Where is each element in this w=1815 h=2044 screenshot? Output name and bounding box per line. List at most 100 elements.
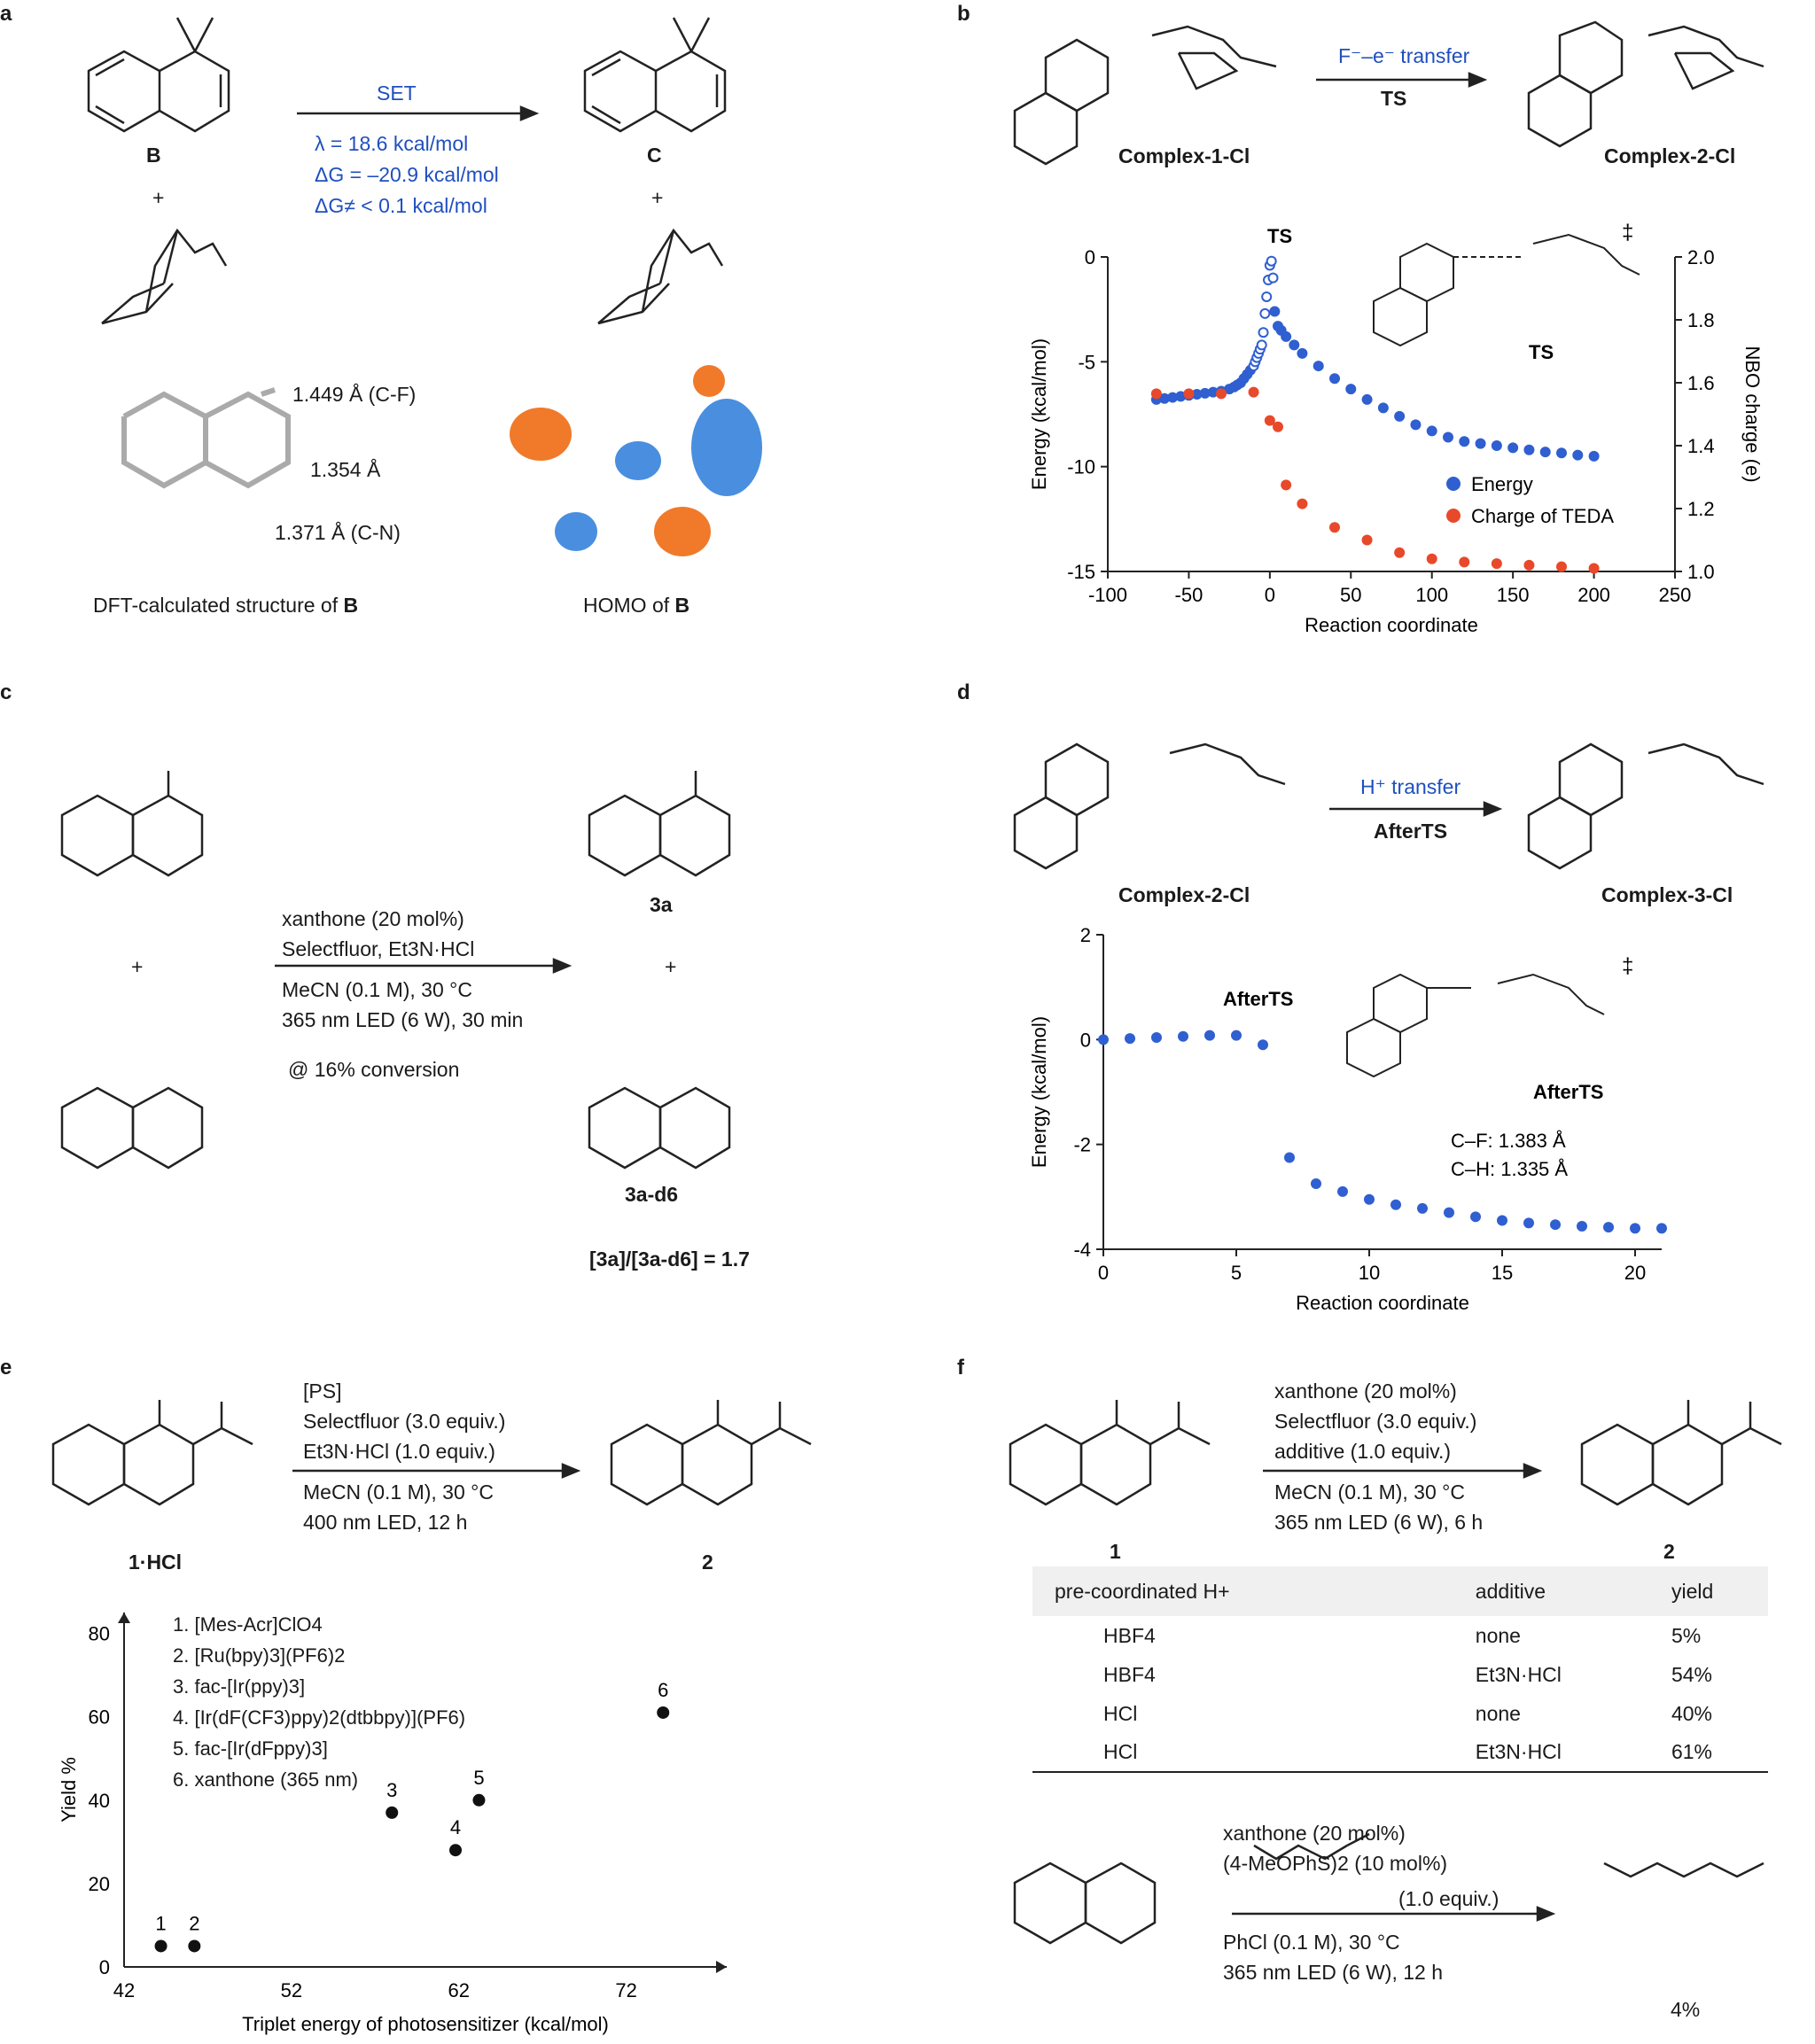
chart-b-charge-point xyxy=(1523,559,1535,571)
chart-b-legend-charge: Charge of TEDA xyxy=(1471,505,1614,527)
chart-b-energy-point xyxy=(1475,438,1486,449)
c-plus-right: + xyxy=(665,955,677,978)
e-cond-2: Selectfluor (3.0 equiv.) xyxy=(303,1410,506,1433)
chart-b-energy-point xyxy=(1443,431,1453,443)
chart-b-energy-point xyxy=(1297,347,1308,359)
chart-d-cf: C–F: 1.383 Å xyxy=(1451,1130,1566,1152)
c-cond-5: @ 16% conversion xyxy=(288,1058,460,1081)
chart-b-energy-point xyxy=(1377,402,1389,414)
chart-e-y-arrow xyxy=(118,1613,130,1623)
chart-b-energy-point xyxy=(1507,442,1519,454)
delta-g-ts-value: ΔG≠ < 0.1 kcal/mol xyxy=(315,194,487,217)
chart-d-afterts-label: AfterTS xyxy=(1223,988,1293,1010)
table-cell: HBF4 xyxy=(1103,1662,1156,1686)
quinolinium-f-drawing xyxy=(1013,1861,1157,1945)
table-cell: Et3N·HCl xyxy=(1475,1662,1562,1686)
set-label: SET xyxy=(377,82,417,105)
chart-b-inset-ts: TS xyxy=(1529,341,1554,363)
b-arrow-top: F⁻–e⁻ transfer xyxy=(1338,44,1470,67)
chart-b-y2-tick-label: 1.0 xyxy=(1687,561,1715,583)
table-cell: 61% xyxy=(1671,1740,1712,1763)
chart-d-energy-point xyxy=(1311,1178,1321,1190)
chart-d-energy-point xyxy=(1337,1185,1348,1197)
chart-b-energy-point xyxy=(1258,327,1269,338)
f-prod-label: 2 xyxy=(1663,1540,1675,1563)
chart-b-charge-point xyxy=(1329,522,1340,533)
chart-e-point-label: 5 xyxy=(473,1767,484,1789)
chart-d-y-tick-label: 2 xyxy=(1080,924,1091,946)
chart-d-inset-label: AfterTS xyxy=(1533,1081,1603,1103)
ps-legend-item-5: 5. fac-[Ir(dFppy)3] xyxy=(173,1737,328,1760)
chart-e-point xyxy=(472,1793,486,1807)
chart-b-charge-point xyxy=(1426,553,1437,564)
chart-e-y-label: Yield % xyxy=(58,1757,80,1823)
chart-b-y2-tick-label: 1.8 xyxy=(1687,309,1715,331)
e-cond-1: [PS] xyxy=(303,1380,342,1403)
chart-d-energy-point xyxy=(1151,1031,1162,1043)
product-3a-d6-label: 3a-d6 xyxy=(625,1183,679,1206)
ps-legend-item-6: 6. xanthone (365 nm) xyxy=(173,1768,359,1791)
chart-d-energy-point xyxy=(1231,1030,1242,1041)
d-arrow-top: H⁺ transfer xyxy=(1360,775,1461,798)
chart-d-y-label: Energy (kcal/mol) xyxy=(1028,1016,1050,1168)
table-cell: 54% xyxy=(1671,1662,1712,1686)
table-header-h: pre-coordinated H+ xyxy=(1055,1579,1230,1603)
panel-letter-c: c xyxy=(0,680,12,704)
homo-caption: HOMO of B xyxy=(583,594,690,617)
ps-legend-item-4: 4. [Ir(dF(CF3)ppy)2(dtbbpy)](PF6) xyxy=(173,1706,466,1729)
chart-b-y2-tick-label: 1.6 xyxy=(1687,372,1715,394)
complex-3-d-label: Complex-3-Cl xyxy=(1601,883,1733,906)
complex-2-d-drawing xyxy=(1013,742,1286,870)
chart-b-energy-point xyxy=(1556,447,1567,459)
chart-b-x-tick-label: 0 xyxy=(1265,584,1275,606)
delta-g-value: ΔG = –20.9 kcal/mol xyxy=(315,163,499,186)
chart-b-energy-point xyxy=(1539,447,1551,458)
chart-d-y-tick-label: 0 xyxy=(1080,1029,1091,1051)
chart-e-x-tick-label: 62 xyxy=(448,1979,470,2001)
homo-orbital-drawing xyxy=(510,365,762,556)
chart-b-charge-point xyxy=(1491,558,1502,570)
chart-e-x-tick-label: 52 xyxy=(281,1979,302,2001)
plus-right: + xyxy=(651,186,664,209)
chart-b-energy-point xyxy=(1459,436,1470,447)
table-cell: 5% xyxy=(1671,1623,1702,1647)
product-3a-label: 3a xyxy=(650,893,673,916)
product-2-e-drawing xyxy=(610,1400,812,1506)
table-row: HBF4 none 5% xyxy=(1032,1616,1768,1655)
f-cond-2: Selectfluor (3.0 equiv.) xyxy=(1274,1410,1477,1433)
chart-e-y-tick-label: 60 xyxy=(89,1706,110,1729)
chart-b-energy-point xyxy=(1572,449,1584,461)
f-cond-1: xanthone (20 mol%) xyxy=(1274,1380,1457,1403)
chart-b-y-tick-label: -5 xyxy=(1078,351,1095,373)
table-cell: Et3N·HCl xyxy=(1475,1740,1562,1763)
chart-b-charge-point xyxy=(1264,415,1275,426)
chart-b-energy-point xyxy=(1261,291,1273,302)
chart-b-charge-point xyxy=(1281,479,1292,491)
chart-b-x-tick-label: -50 xyxy=(1175,584,1204,606)
chart-e-point-label: 3 xyxy=(386,1779,397,1801)
f-bottom-cond-5: 365 nm LED (6 W), 12 h xyxy=(1223,1961,1443,1984)
chart-b-energy-point xyxy=(1267,272,1279,284)
e-cond-3: Et3N·HCl (1.0 equiv.) xyxy=(303,1440,495,1463)
chart-d-energy-point xyxy=(1125,1033,1135,1045)
dft-caption: DFT-calculated structure of B xyxy=(93,594,359,617)
e-cond-4: MeCN (0.1 M), 30 °C xyxy=(303,1481,494,1504)
teda-cage-left xyxy=(101,228,228,325)
chart-d-x-label: Reaction coordinate xyxy=(1296,1292,1469,1311)
chart-d-energy-point xyxy=(1444,1207,1454,1218)
table-header-additive: additive xyxy=(1475,1579,1546,1603)
chart-b-energy-point xyxy=(1329,373,1340,385)
chart-d-x-tick-label: 0 xyxy=(1098,1262,1109,1284)
dft-structure-drawing xyxy=(121,387,291,489)
chart-b-energy-point xyxy=(1588,450,1600,462)
chart-b-charge-point xyxy=(1297,498,1308,509)
chart-b-charge-point xyxy=(1273,421,1283,432)
molecule-C-drawing xyxy=(583,17,727,133)
chart-b-charge-point xyxy=(1183,388,1195,400)
chart-d-y-tick-label: -4 xyxy=(1073,1239,1091,1261)
chart-b-y2-tick-label: 1.4 xyxy=(1687,435,1715,457)
chart-b-legend-charge-marker xyxy=(1446,509,1461,523)
chart-b-y2-tick-label: 1.2 xyxy=(1687,498,1715,520)
